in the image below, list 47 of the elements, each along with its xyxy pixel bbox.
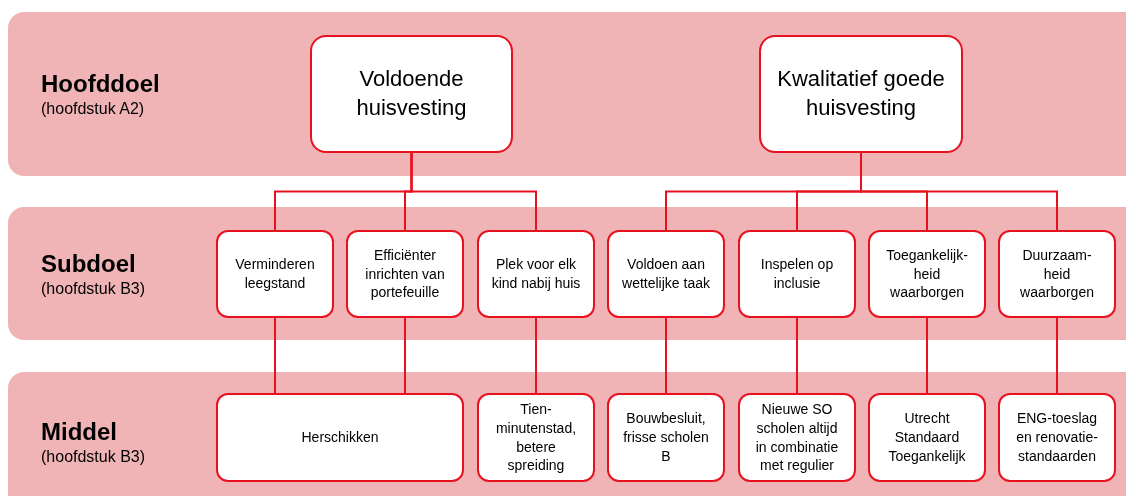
box-text: Voldoen aan wettelijke taak — [621, 255, 711, 293]
goal-box — [310, 35, 513, 153]
connector-line — [410, 152, 537, 231]
box-text: Plek voor elk kind nabij huis — [491, 255, 581, 293]
row-band — [8, 372, 1126, 496]
box-text: Inspelen op inclusie — [759, 255, 835, 293]
sub-box — [477, 230, 595, 318]
row-subheading: (hoofdstuk B3) — [41, 447, 146, 467]
connector-line — [1056, 317, 1058, 394]
sub-box — [998, 393, 1116, 482]
box-text: Toegankelijk-heid waarborgen — [885, 245, 969, 303]
connector-line — [665, 317, 667, 394]
row-heading: Hoofddoel — [41, 69, 160, 99]
sub-box — [868, 230, 986, 318]
box-text: Tien-minutenstad, betere spreiding — [494, 399, 578, 476]
box-text: Voldoende huisvesting — [355, 65, 468, 122]
sub-box — [477, 393, 595, 482]
box-text: Verminderen leegstand — [234, 255, 316, 293]
box-text: Utrecht Standaard Toegankelijk — [887, 409, 967, 466]
box-text: Duurzaam-heid waarborgen — [1019, 245, 1095, 303]
row-subheading: (hoofdstuk A2) — [41, 99, 146, 119]
box-text: Bouwbesluit, frisse scholen B — [622, 409, 710, 466]
row-band — [8, 12, 1126, 176]
row-heading: Middel — [41, 417, 118, 447]
sub-box — [346, 230, 464, 318]
box-text: Kwalitatief goede huisvesting — [776, 65, 946, 122]
goal-box — [759, 35, 963, 153]
connector-line — [796, 317, 798, 394]
sub-box — [738, 230, 856, 318]
box-text: Nieuwe SO scholen altijd in combinatie met regulier — [754, 399, 840, 476]
connector-line — [404, 317, 406, 394]
row-subheading: (hoofdstuk B3) — [41, 278, 146, 299]
connector-line — [926, 317, 928, 394]
sub-box — [738, 393, 856, 482]
box-text: Herschikken — [301, 428, 379, 447]
row-heading: Subdoel — [41, 248, 137, 279]
box-text: ENG-toeslag en renovatie-standaarden — [1015, 409, 1099, 466]
sub-box — [998, 230, 1116, 318]
sub-box — [216, 230, 334, 318]
sub-box — [216, 393, 464, 482]
box-text: Efficiënter inrichten van portefeuille — [364, 245, 446, 303]
connector-line — [535, 317, 537, 394]
sub-box — [607, 393, 725, 482]
sub-box — [607, 230, 725, 318]
row-band — [8, 207, 1126, 340]
connector-line — [274, 317, 276, 394]
sub-box — [868, 393, 986, 482]
